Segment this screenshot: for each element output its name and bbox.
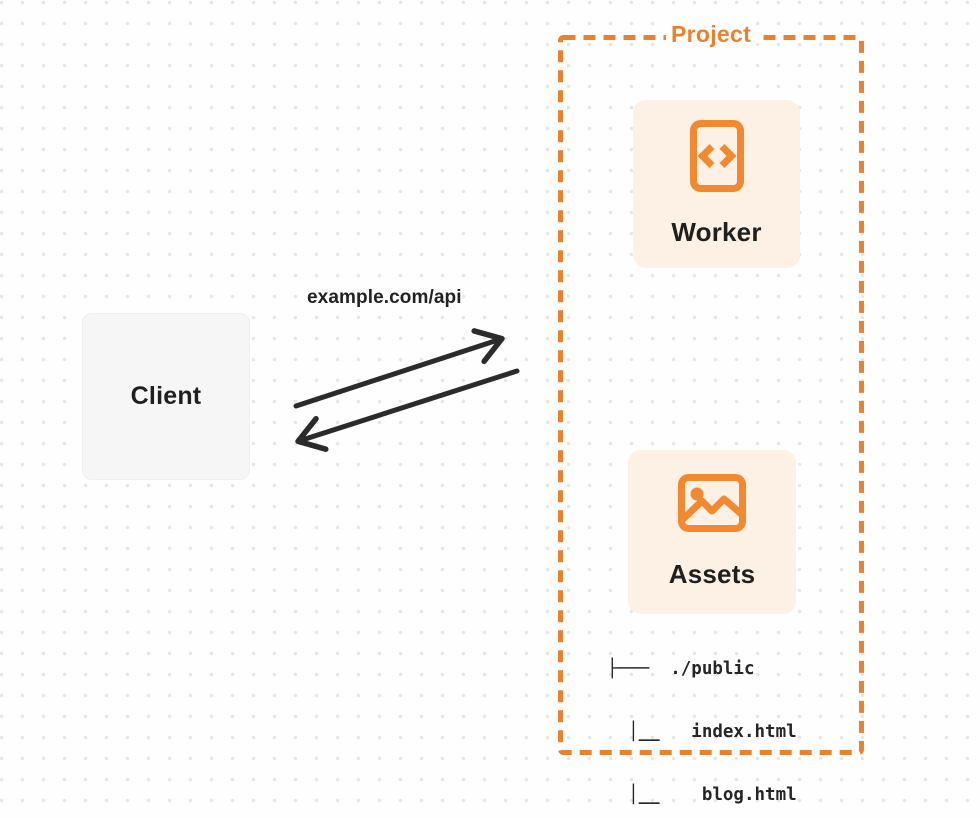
worker-label: Worker bbox=[671, 217, 762, 247]
request-arrow bbox=[293, 328, 505, 409]
request-url-label: example.com/api bbox=[307, 287, 462, 308]
client-node: Client bbox=[82, 313, 250, 480]
file-tree-line-blog: │__ blog.html bbox=[607, 785, 797, 805]
project-label: Project bbox=[665, 20, 757, 48]
worker-node: Worker bbox=[633, 100, 800, 268]
code-file-icon bbox=[689, 120, 744, 197]
response-arrow bbox=[295, 368, 520, 452]
assets-file-tree: ├─── ./public │__ index.html │__ blog.ht… bbox=[607, 617, 797, 818]
image-icon bbox=[678, 474, 746, 537]
file-tree-line-index: │__ index.html bbox=[607, 722, 797, 742]
assets-label: Assets bbox=[668, 559, 756, 589]
project-boundary: Project Worker Assets bbox=[558, 20, 864, 805]
assets-node: Assets bbox=[628, 450, 796, 614]
file-tree-line-public: ├─── ./public bbox=[607, 659, 755, 679]
client-label: Client bbox=[130, 382, 202, 410]
